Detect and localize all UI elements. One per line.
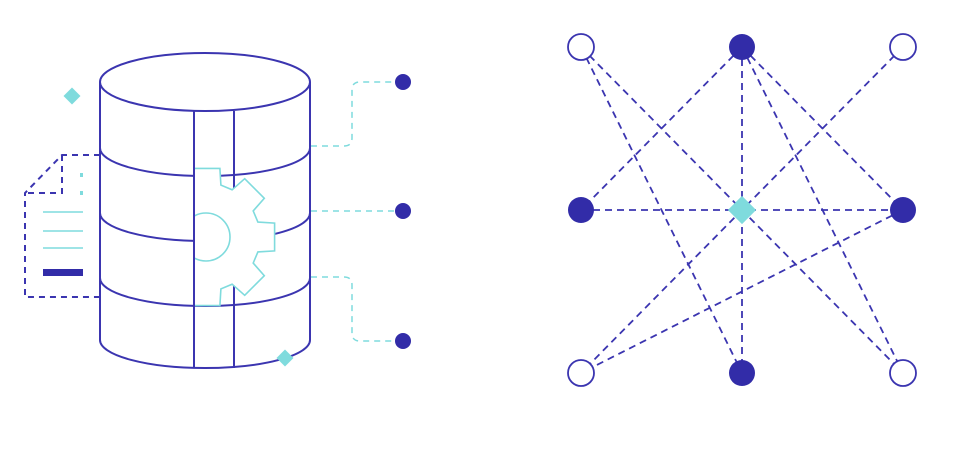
node-ml — [568, 197, 594, 223]
node-tr — [889, 33, 917, 61]
node-bl — [567, 359, 595, 387]
node-tl — [567, 33, 595, 61]
connector-line — [311, 276, 396, 342]
connector-dot — [395, 333, 411, 349]
connector-dot — [395, 74, 411, 90]
node-bc — [729, 360, 755, 386]
edge-tl-bc — [580, 46, 743, 374]
gear-hole — [195, 212, 231, 262]
edge-mr-bl — [580, 209, 904, 374]
node-tc — [729, 34, 755, 60]
edge-tc-ml — [580, 46, 743, 211]
node-br — [889, 359, 917, 387]
node-mr — [890, 197, 916, 223]
connector-dot — [395, 203, 411, 219]
hub-diamond-icon — [727, 195, 757, 225]
document-lines — [43, 173, 83, 276]
gear-outline — [195, 167, 276, 307]
diamond-icon — [63, 87, 81, 105]
connectors — [311, 81, 396, 342]
document-icon — [24, 154, 100, 298]
network-diagram — [567, 33, 917, 387]
diamond-icon — [276, 349, 294, 367]
gear-icon — [193, 150, 276, 330]
connector-line — [311, 81, 396, 147]
